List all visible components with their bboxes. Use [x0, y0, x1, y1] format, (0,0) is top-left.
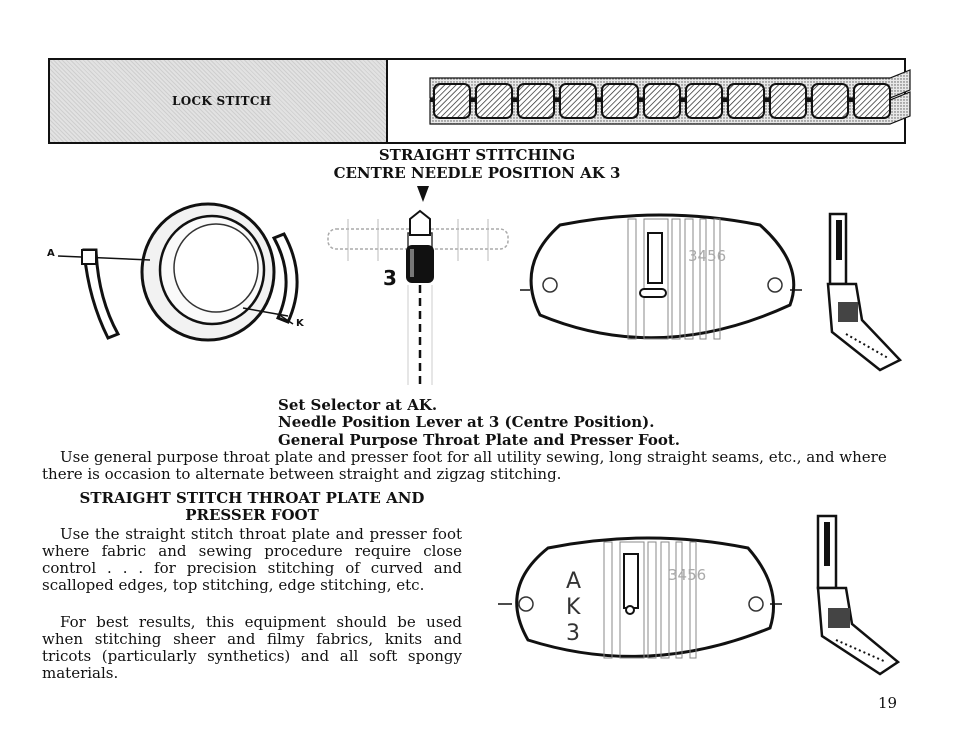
- instruction-plate-foot: General Purpose Throat Plate and Presser…: [278, 431, 680, 449]
- general-purpose-paragraph: Use general purpose throat plate and pre…: [42, 448, 887, 483]
- dial-label-a: A: [47, 248, 55, 259]
- selector-dial-illustration: [57, 202, 299, 342]
- instruction-selector: Set Selector at AK.: [278, 396, 438, 414]
- general-purpose-presser-foot: [826, 212, 903, 372]
- lever-position-number: 3: [383, 266, 397, 290]
- stitch-block: [643, 83, 681, 119]
- stitch-block: [559, 83, 597, 119]
- straight-stitch-throat-plate: 3456 A K 3: [498, 536, 782, 659]
- instruction-needle-position: Needle Position Lever at 3 (Centre Posit…: [278, 413, 655, 431]
- plate-numbers: 3456: [688, 247, 726, 265]
- section-subheading: CENTRE NEEDLE POSITION AK 3: [333, 164, 621, 182]
- plate2-number-3: 3: [566, 621, 580, 646]
- best-results-paragraph: For best results, this equipment should …: [42, 613, 462, 682]
- plate2-letter-a: A: [566, 569, 581, 594]
- lock-stitch-label: LOCK STITCH: [172, 94, 272, 108]
- stitch-block: [769, 83, 807, 119]
- stitch-block: [517, 83, 555, 119]
- section-heading-line1: STRAIGHT STITCH THROAT PLATE AND: [79, 489, 425, 507]
- plate2-letter-k: K: [566, 595, 581, 620]
- stitch-block: [727, 83, 765, 119]
- section-heading-line2: PRESSER FOOT: [185, 506, 319, 524]
- straight-stitch-section-heading: STRAIGHT STITCH THROAT PLATE AND PRESSER…: [42, 490, 462, 524]
- needle-lever-illustration: [327, 209, 509, 385]
- plate2-numbers: 3456: [668, 566, 706, 584]
- stitch-block: [811, 83, 849, 119]
- stitch-block: [853, 83, 891, 119]
- general-purpose-throat-plate: 3456: [520, 213, 802, 340]
- straight-stitch-presser-foot: [816, 514, 901, 676]
- stitch-block: [475, 83, 513, 119]
- dial-label-k: K: [296, 318, 304, 329]
- stitch-header-box: LOCK STITCH: [48, 58, 911, 144]
- section-heading: STRAIGHT STITCHING: [378, 146, 576, 164]
- lock-stitch-illustration: [429, 69, 911, 125]
- stitch-block: [601, 83, 639, 119]
- stitch-block: [685, 83, 723, 119]
- stitch-block: [433, 83, 471, 119]
- header-label-panel: LOCK STITCH: [50, 60, 388, 142]
- down-arrow-icon: [417, 186, 429, 202]
- straight-stitch-paragraph: Use the straight stitch throat plate and…: [42, 525, 462, 594]
- page-number: 19: [878, 694, 898, 712]
